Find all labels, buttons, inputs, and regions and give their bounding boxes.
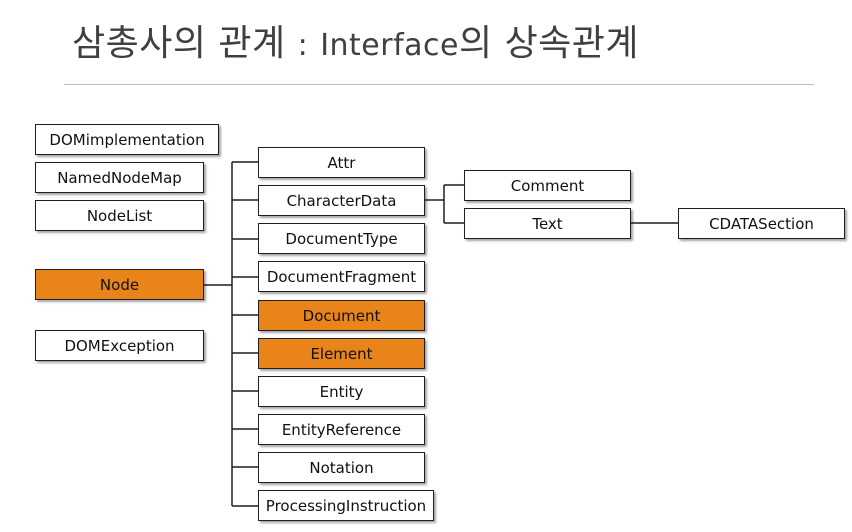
node-nodelist: NodeList xyxy=(35,200,204,231)
title-separator: : xyxy=(297,28,309,63)
node-node: Node xyxy=(35,269,204,300)
node-attr: Attr xyxy=(258,147,425,178)
node-comment: Comment xyxy=(464,170,631,201)
node-domexception: DOMException xyxy=(35,330,204,361)
title-divider xyxy=(64,84,814,85)
node-notation: Notation xyxy=(258,452,425,483)
node-entityreference: EntityReference xyxy=(258,414,425,445)
title-korean: 삼총사의 관계 xyxy=(72,23,286,64)
node-entity: Entity xyxy=(258,376,425,407)
node-domimplementation: DOMimplementation xyxy=(35,124,219,155)
node-document: Document xyxy=(258,300,425,331)
title-interface: Interface xyxy=(320,28,459,63)
node-documentfragment: DocumentFragment xyxy=(258,261,425,292)
node-characterdata: CharacterData xyxy=(258,185,425,216)
node-processinginstruction: ProcessingInstruction xyxy=(258,490,434,521)
node-documenttype: DocumentType xyxy=(258,223,425,254)
node-text: Text xyxy=(464,208,631,239)
node-cdatasection: CDATASection xyxy=(678,208,845,239)
node-namednodemap: NamedNodeMap xyxy=(35,162,204,193)
title-rest: 의 상속관계 xyxy=(459,23,640,64)
node-element: Element xyxy=(258,338,425,369)
page-title: 삼총사의 관계 : Interface의 상속관계 xyxy=(72,14,639,66)
